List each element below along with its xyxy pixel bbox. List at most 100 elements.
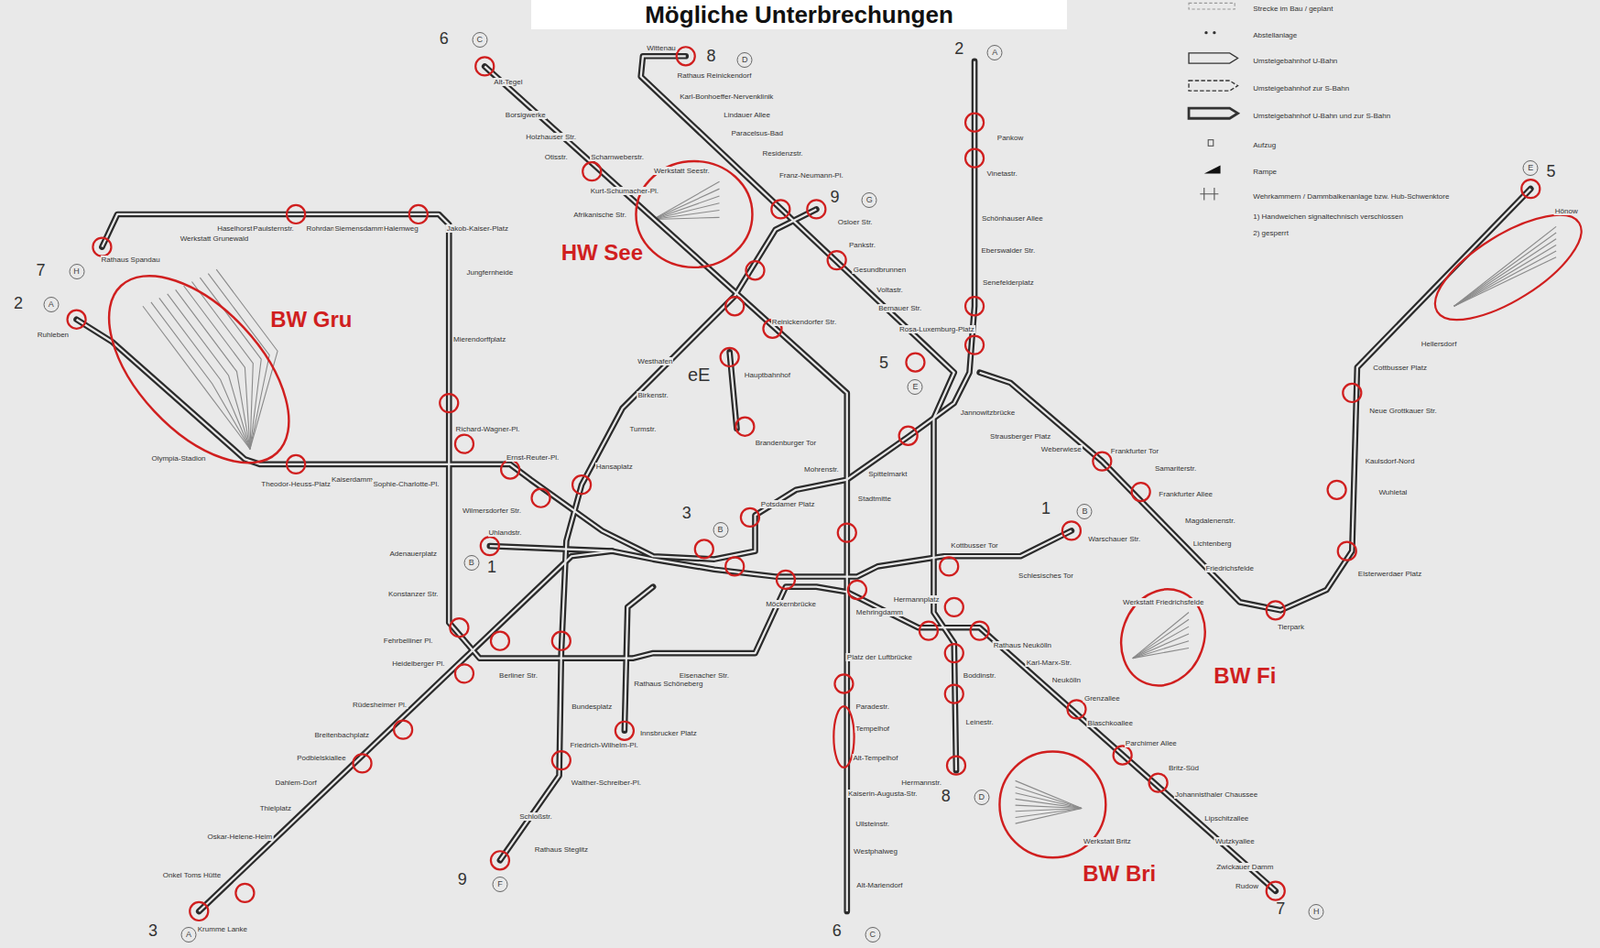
station-name-holder: Kurt-Schumacher-Pl. <box>589 180 660 197</box>
station-name-holder: Voltastr. <box>875 279 904 296</box>
station-name-holder: Hermannplatz <box>892 588 941 606</box>
station-name: Halemweg <box>382 224 420 233</box>
terminus-letter-holder: B <box>712 519 729 538</box>
terminus-letter-holder: A <box>987 42 1003 61</box>
line-number-holder: 3 <box>682 503 692 523</box>
depot-track <box>1454 232 1557 306</box>
interruption-marker <box>725 556 744 576</box>
station-name: Bundesplatz <box>570 702 613 711</box>
station-name-holder: Schönhauser Allee <box>980 207 1045 225</box>
interruption-marker <box>393 720 413 740</box>
legend-row: Umsteigebahnhof U-Bahn <box>1252 50 1338 67</box>
station-name: Karl-Bonhoeffer-Nervenklinik <box>678 92 774 101</box>
station-name: Kaiserdamm <box>330 475 374 484</box>
interruption-marker <box>92 238 111 257</box>
interruption-marker <box>965 336 984 355</box>
station-name: Platz der Luftbrücke <box>846 653 914 662</box>
station-name-holder: Leinestr. <box>965 711 995 729</box>
station-name: Olympia-Stadion <box>150 454 207 463</box>
station-name: Walther-Schreiber-Pl. <box>570 778 643 787</box>
line-number-holder: 5 <box>879 352 889 372</box>
depot-track <box>184 285 251 449</box>
legend-sample <box>1188 2 1235 10</box>
station-name-holder: Frankfurter Allee <box>1157 483 1214 501</box>
station-name-holder: Turmstr. <box>628 418 657 436</box>
interruption-marker <box>806 199 826 218</box>
station-name-holder: Vinetastr. <box>986 163 1019 180</box>
station-name: Samariterstr. <box>1153 464 1198 473</box>
station-name-holder: Ernst-Reuter-Pl. <box>505 446 560 464</box>
station-name: Westphalweg <box>852 847 899 856</box>
line-number-holder: 2 <box>13 293 23 313</box>
line-number: 3 <box>148 921 158 941</box>
terminus-letter: G <box>861 192 878 208</box>
station-name: Pankstr. <box>848 240 877 250</box>
depot-track <box>1015 793 1082 809</box>
track-gap <box>641 55 957 771</box>
depot-name: Werkstatt Grunewald <box>179 234 251 243</box>
terminus-letter: E <box>1523 160 1539 176</box>
station-name: Osloer Str. <box>837 217 874 227</box>
depot-track <box>653 210 719 220</box>
terminus-letter-holder: B <box>1077 500 1093 520</box>
station-name-holder: Brandenburger Tor <box>754 432 818 449</box>
station-name: Alt-Tegel <box>492 77 523 87</box>
station-name: Kurt-Schumacher-Pl. <box>589 186 660 196</box>
line-number-holder: 9 <box>829 187 839 207</box>
line-number: 6 <box>832 921 842 941</box>
interruption-marker <box>490 631 510 651</box>
station-name-holder: Warschauer Str. <box>1087 528 1142 545</box>
station-name: Otisstr. <box>544 152 569 162</box>
depot-label: HW See <box>561 239 643 266</box>
station-name-holder: Eisenacher Str. <box>678 664 730 682</box>
legend-row: Abstellanlage <box>1252 24 1297 42</box>
interruption-marker <box>939 556 958 576</box>
station-name: Breitenbachplatz <box>313 730 371 740</box>
station-name: Uhlandstr. <box>488 528 523 537</box>
terminus-letter: A <box>43 296 59 313</box>
interruption-marker <box>531 489 550 508</box>
station-name-holder: Residenzstr. <box>761 142 805 160</box>
terminus-letter-holder: H <box>68 261 85 280</box>
station-name: Spittelmarkt <box>867 469 908 479</box>
station-name-holder: Neue Grottkauer Str. <box>1368 400 1437 417</box>
map-title: Mögliche Unterbrechungen <box>644 0 954 29</box>
station-name: Ullsteinstr. <box>854 819 891 828</box>
interruption-marker <box>1338 542 1357 561</box>
station-name: Wittenau <box>645 43 677 53</box>
station-name: Johannisthaler Chaussee <box>1174 790 1259 799</box>
depot-track <box>1015 786 1082 808</box>
station-name-holder: Grenzallee <box>1083 687 1122 705</box>
station-name: Birkenstr. <box>636 391 669 400</box>
line-number-holder: 1 <box>1041 498 1051 518</box>
station-name: Rathaus Spandau <box>100 255 162 264</box>
station-name-holder: Friedrich-Wilhelm-Pl. <box>568 734 639 752</box>
station-name: Rathaus Steglitz <box>533 845 589 854</box>
station-name: Podbielskiallee <box>295 753 347 762</box>
station-name-holder: Paulsternstr. <box>251 217 294 235</box>
depot-track <box>1015 798 1082 808</box>
station-name-holder: Hansaplatz <box>595 456 634 473</box>
line-number-holder: 8 <box>707 46 717 66</box>
legend-sample <box>1188 80 1238 91</box>
station-name-holder: Richard-Wagner-Pl. <box>455 418 522 436</box>
interruption-marker <box>582 162 601 181</box>
depot-ellipse <box>635 161 752 268</box>
station-name-holder: Adenauerplatz <box>388 543 438 560</box>
station-name: Parchimer Allee <box>1124 739 1178 748</box>
terminus-letter-holder: D <box>973 786 990 806</box>
station-name: Britz-Süd <box>1167 763 1200 773</box>
interruption-marker <box>945 598 964 617</box>
legend-row: Umsteigebahnhof U-Bahn und zur S-Bahn <box>1252 105 1391 122</box>
station-name-holder: Haselhorst <box>216 217 253 235</box>
line-number-holder: 5 <box>1546 162 1557 182</box>
station-name-holder: Breitenbachplatz <box>313 724 371 741</box>
depot-area: BW Gru <box>80 250 317 488</box>
station-name-holder: Westhafen <box>636 350 674 368</box>
interruption-marker <box>1066 699 1086 719</box>
depot-track <box>1454 257 1557 306</box>
station-name: Bernauer Str. <box>877 304 923 313</box>
station-name: Paracelsus-Bad <box>729 129 784 138</box>
legend-row: 2) gesperrt <box>1252 222 1289 240</box>
station-name: Kottbusser Tor <box>949 541 999 550</box>
